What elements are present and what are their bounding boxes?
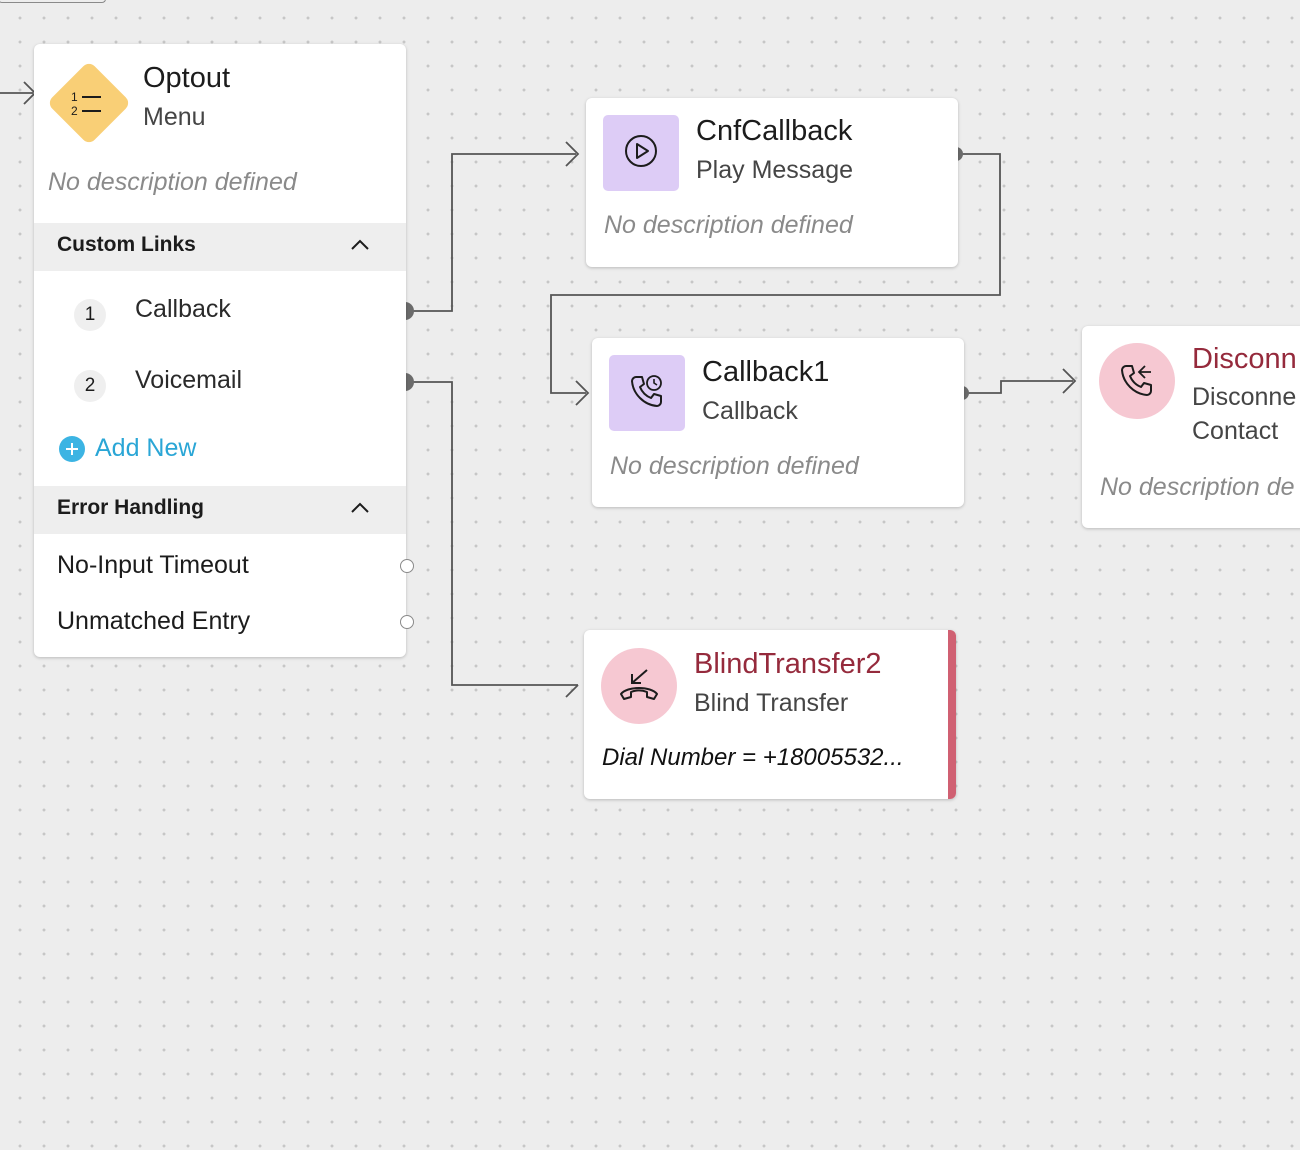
node-blindtransfer2[interactable]: BlindTransfer2 Blind Transfer Dial Numbe… xyxy=(584,630,956,799)
node-callback1[interactable]: Callback1 Callback No description define… xyxy=(592,338,964,507)
node-title: BlindTransfer2 xyxy=(694,648,882,680)
error-handling-row: No-Input Timeout xyxy=(34,540,414,592)
node-icon-tile xyxy=(601,648,677,724)
svg-text:1: 1 xyxy=(71,90,78,104)
partial-node-top xyxy=(0,0,106,3)
arrowhead-callback1 xyxy=(575,380,590,406)
output-port-empty[interactable] xyxy=(400,559,414,573)
error-handling-row: Unmatched Entry xyxy=(34,596,414,648)
connector-callback1-to-disconnect xyxy=(962,380,1073,394)
node-icon-tile xyxy=(1099,343,1175,419)
node-description: No description defined xyxy=(604,211,853,239)
add-new-label: Add New xyxy=(95,434,197,462)
error-label: Unmatched Entry xyxy=(57,607,251,635)
add-new-link-button[interactable]: Add New xyxy=(59,434,196,463)
play-message-icon xyxy=(622,132,660,175)
phone-disconnect-icon xyxy=(1118,360,1156,403)
error-handling-label: Error Handling xyxy=(57,496,205,519)
node-type: Callback xyxy=(702,397,798,425)
arrowhead-cnfcallback xyxy=(565,141,580,167)
link-label: Voicemail xyxy=(135,366,242,394)
output-port-empty[interactable] xyxy=(400,615,414,629)
node-type: Menu xyxy=(143,103,206,131)
blind-transfer-icon xyxy=(617,664,661,709)
custom-links-header[interactable]: Custom Links xyxy=(34,223,406,271)
node-title: Callback1 xyxy=(702,356,830,388)
node-type: Play Message xyxy=(696,156,854,184)
arrowhead-blindtransfer xyxy=(565,684,579,698)
node-icon-tile xyxy=(603,115,679,191)
custom-link-row[interactable]: 2 Voicemail xyxy=(34,357,406,417)
node-description: No description de xyxy=(1100,473,1295,501)
error-indicator-stripe xyxy=(948,630,956,799)
error-label: No-Input Timeout xyxy=(57,551,249,579)
node-title: Disconn xyxy=(1192,343,1297,375)
dial-number-detail: Dial Number = +18005532... xyxy=(602,744,904,771)
link-label: Callback xyxy=(135,295,231,323)
svg-text:2: 2 xyxy=(71,104,78,118)
link-number: 2 xyxy=(74,370,106,402)
node-title: Optout xyxy=(143,62,231,94)
node-optout[interactable]: 1 2 Optout Menu No description defined C… xyxy=(34,44,414,657)
node-cnfcallback[interactable]: CnfCallback Play Message No description … xyxy=(586,98,958,267)
node-description: No description defined xyxy=(610,452,859,480)
connector-cnfcallback-to-callback1 xyxy=(550,153,1001,394)
chevron-up-icon[interactable] xyxy=(350,500,370,519)
node-disconnect[interactable]: Disconn Disconne Contact No description … xyxy=(1082,326,1300,528)
node-description: No description defined xyxy=(48,168,297,196)
link-number: 1 xyxy=(74,299,106,331)
custom-links-label: Custom Links xyxy=(57,233,196,256)
chevron-up-icon[interactable] xyxy=(350,237,370,256)
connector-voicemail-to-blindtransfer xyxy=(405,381,578,686)
custom-link-row[interactable]: 1 Callback xyxy=(34,286,406,346)
node-title: CnfCallback xyxy=(696,115,853,147)
connector-callback-to-cnfcallback xyxy=(405,153,576,312)
phone-callback-icon xyxy=(627,371,667,416)
numbered-list-icon: 1 2 xyxy=(69,88,109,118)
plus-icon xyxy=(59,435,85,462)
node-type: Disconne xyxy=(1192,383,1297,411)
error-handling-header[interactable]: Error Handling xyxy=(34,486,406,534)
arrowhead-disconnect xyxy=(1062,368,1077,394)
node-type: Blind Transfer xyxy=(694,689,849,717)
node-type-line2: Contact xyxy=(1192,417,1279,445)
node-icon-tile xyxy=(609,355,685,431)
